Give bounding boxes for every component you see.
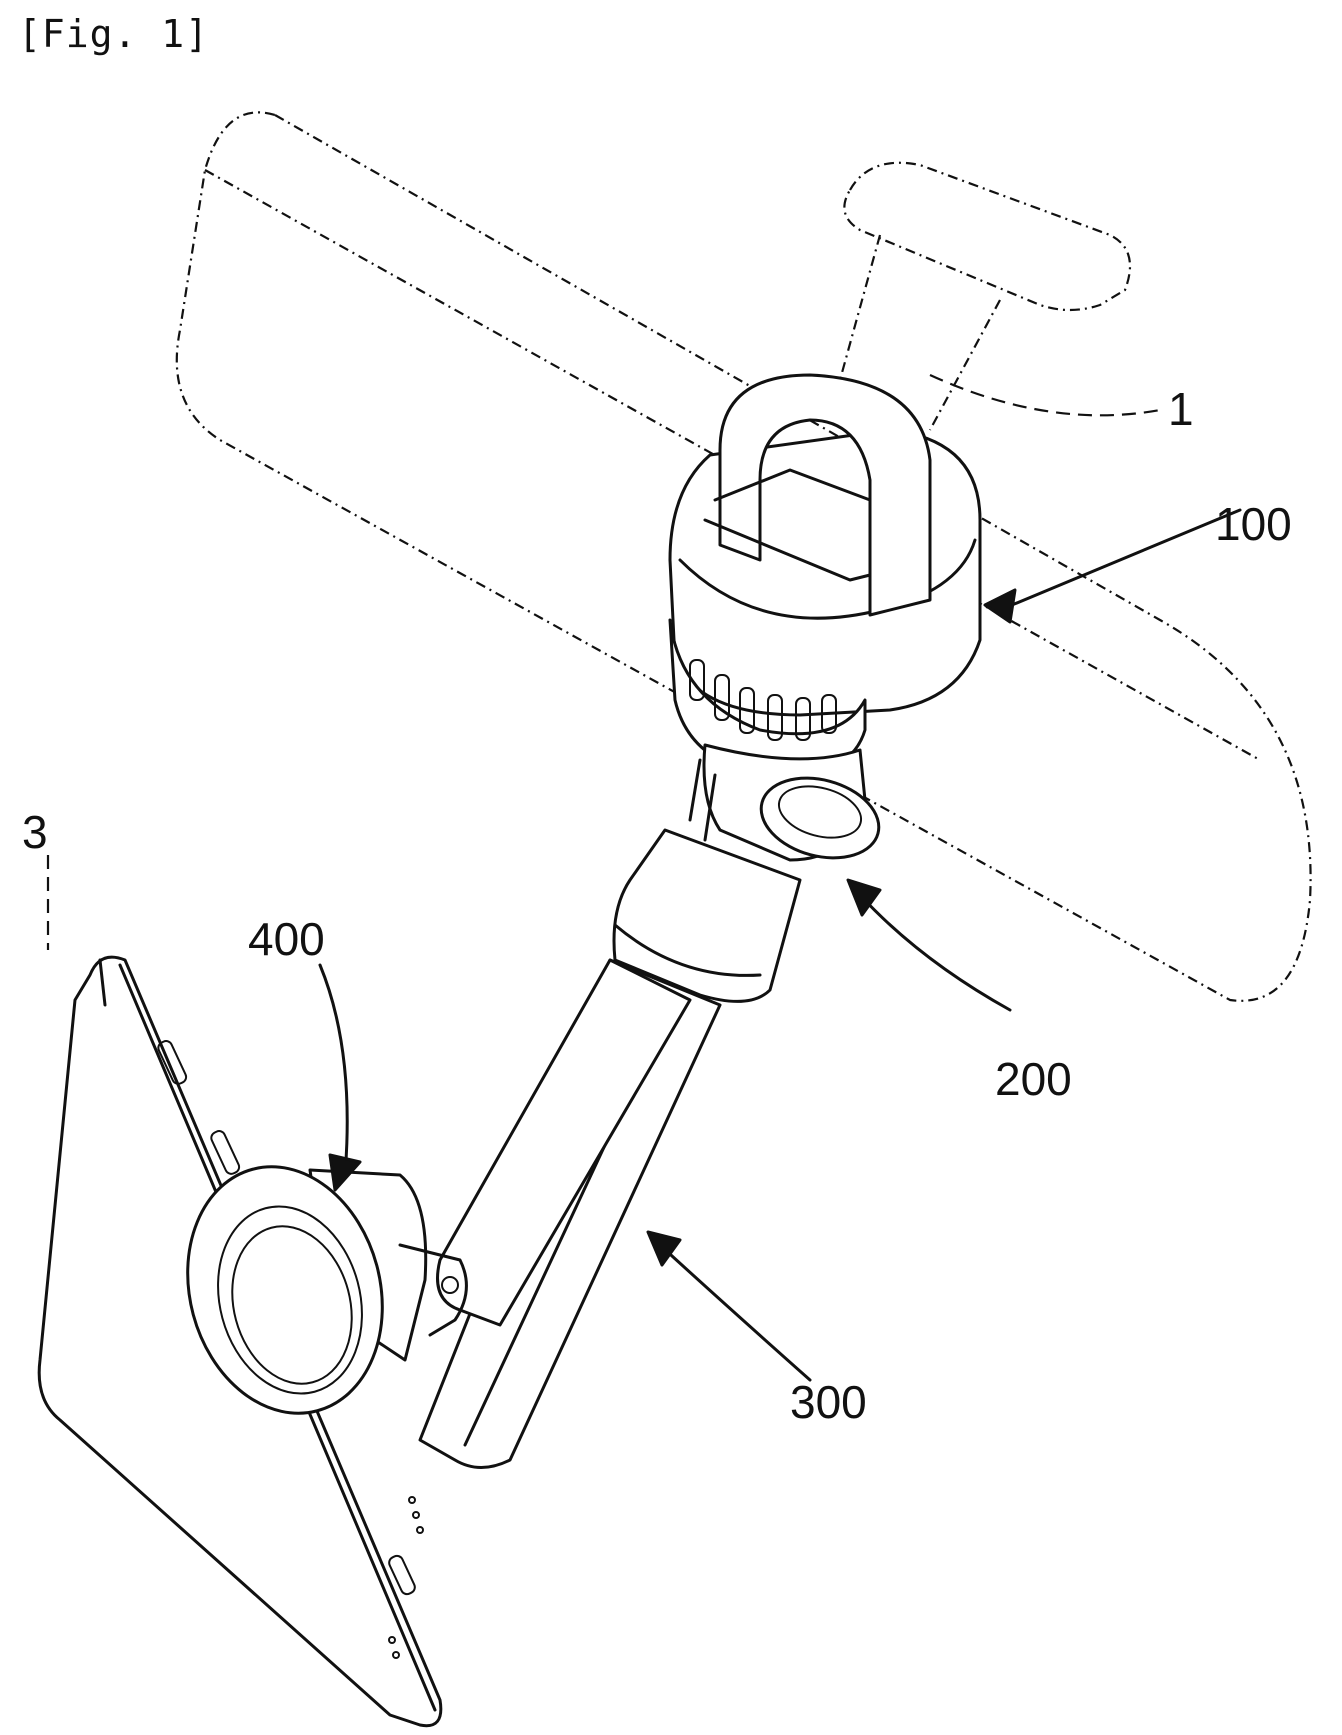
label-joint: 200	[995, 1053, 1072, 1105]
mirror-mount-clamp	[670, 375, 980, 715]
label-holder: 400	[248, 913, 325, 965]
mirror-stem	[840, 163, 1130, 430]
label-phone: 3	[22, 806, 48, 858]
label-mount: 100	[1215, 498, 1292, 550]
label-mirror: 1	[1168, 383, 1194, 435]
label-arm: 300	[790, 1376, 867, 1428]
telescopic-arm	[420, 830, 800, 1468]
